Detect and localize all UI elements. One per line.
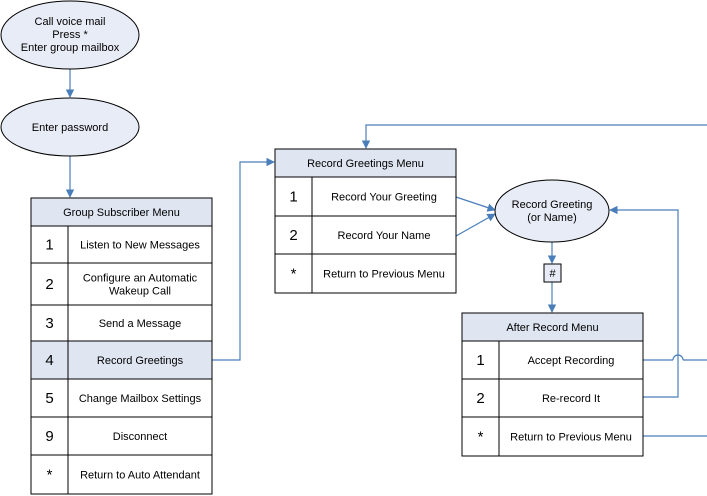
after-menu-label: Re-record It: [542, 393, 600, 405]
start-line-3: Enter group mailbox: [21, 42, 120, 54]
group-menu-label: Configure an Automatic: [83, 273, 198, 285]
hash-key-label: #: [549, 268, 556, 280]
group-menu-row-3[interactable]: 4 Record Greetings: [30, 340, 213, 380]
group-subscriber-menu: Group Subscriber Menu 1 Listen to New Mess…: [30, 197, 213, 495]
greetings-menu-key: 1: [289, 189, 297, 206]
group-menu-row-5[interactable]: 9 Disconnect: [30, 416, 213, 456]
group-menu-label-cell: [67, 416, 213, 456]
group-menu-label-cell: [67, 340, 213, 380]
password-label: Enter password: [32, 122, 108, 134]
call-voice-mail-node: Call voice mail Press * Enter group mail…: [0, 0, 140, 70]
greetings-menu-header: [274, 148, 457, 178]
after-menu-title: After Record Menu: [506, 322, 598, 334]
arrow-greeting-to-record: [455, 196, 496, 212]
greetings-menu-label: Record Your Name: [338, 230, 431, 242]
greetings-menu-label: Record Your Greeting: [331, 192, 437, 204]
group-menu-label-cell: [67, 378, 213, 418]
group-menu-key: 5: [45, 390, 53, 407]
arrow-name-to-record: [455, 213, 496, 237]
group-menu-row-6[interactable]: * Return to Auto Attendant: [30, 454, 213, 495]
group-menu-key: 9: [45, 428, 53, 445]
after-record-menu: After Record Menu 1 Accept Recording 2 Re-re…: [461, 312, 644, 457]
greetings-menu-label-cell: [311, 215, 457, 255]
record-line-2: (or Name): [527, 212, 577, 224]
record-line-1: Record Greeting: [512, 199, 593, 211]
group-menu-label: Send a Message: [99, 318, 182, 330]
arrow-record-greetings-to-menu: [212, 157, 275, 361]
arrow-rerecord-to-record: [609, 205, 679, 398]
after-menu-label: Accept Recording: [528, 355, 615, 367]
greetings-menu-key: 2: [289, 227, 297, 244]
group-menu-label-cell: [67, 454, 213, 495]
group-menu-row-2[interactable]: 3 Send a Message: [30, 304, 213, 342]
greetings-menu-key-cell: [274, 215, 313, 255]
record-greetings-menu: Record Greetings Menu 1 Record Your Greeti…: [274, 148, 457, 294]
group-menu-label-cell: [67, 225, 213, 264]
hash-key-box: #: [543, 263, 562, 283]
group-menu-label: Listen to New Messages: [80, 240, 200, 252]
greetings-menu-title: Record Greetings Menu: [307, 158, 424, 170]
greetings-menu-key: *: [291, 266, 297, 283]
connectors: [65, 69, 707, 437]
group-menu-label: Wakeup Call: [109, 286, 171, 298]
greetings-menu-label-cell: [311, 253, 457, 294]
arrow-accept-to-greetings-menu: [361, 124, 707, 361]
group-menu-title: Group Subscriber Menu: [63, 207, 180, 219]
group-menu-key: *: [47, 467, 53, 484]
after-menu-row-2[interactable]: * Return to Previous Menu: [461, 416, 644, 457]
start-line-1: Call voice mail: [35, 16, 106, 28]
after-menu-label-cell: [498, 340, 644, 380]
after-menu-key: 1: [476, 352, 484, 369]
greetings-menu-label: Return to Previous Menu: [323, 269, 445, 281]
group-menu-label-cell: [67, 304, 213, 342]
group-menu-key-cell: [30, 340, 69, 380]
greetings-menu-key-cell: [274, 176, 313, 217]
group-menu-key: 3: [45, 315, 53, 332]
return-line: [643, 435, 707, 437]
record-greeting-node: Record Greeting (or Name): [494, 179, 610, 243]
greetings-menu-row-2[interactable]: * Return to Previous Menu: [274, 253, 457, 294]
group-menu-row-4[interactable]: 5 Change Mailbox Settings: [30, 378, 213, 418]
group-menu-label: Disconnect: [113, 431, 167, 443]
group-menu-label-cell: [67, 262, 213, 306]
group-menu-label: Record Greetings: [97, 355, 184, 367]
after-menu-key: *: [478, 429, 484, 446]
enter-password-node: Enter password: [0, 97, 140, 157]
start-line-2: Press *: [52, 29, 88, 41]
group-menu-key: 1: [45, 237, 53, 254]
greetings-menu-row-0[interactable]: 1 Record Your Greeting: [274, 176, 457, 217]
group-menu-header: [30, 197, 213, 227]
after-menu-key: 2: [476, 390, 484, 407]
greetings-menu-row-1[interactable]: 2 Record Your Name: [274, 215, 457, 255]
group-menu-row-0[interactable]: 1 Listen to New Messages: [30, 225, 213, 264]
group-menu-label: Return to Auto Attendant: [80, 470, 200, 482]
after-menu-row-1[interactable]: 2 Re-record It: [461, 378, 644, 418]
after-menu-label: Return to Previous Menu: [510, 432, 632, 444]
group-menu-label: Change Mailbox Settings: [79, 393, 202, 405]
group-menu-key: 2: [45, 276, 53, 293]
after-menu-row-0[interactable]: 1 Accept Recording: [461, 340, 644, 380]
after-menu-label-cell: [498, 378, 644, 418]
group-menu-key: 4: [45, 352, 53, 369]
greetings-menu-key-cell: [274, 253, 313, 294]
after-menu-label-cell: [498, 416, 644, 457]
